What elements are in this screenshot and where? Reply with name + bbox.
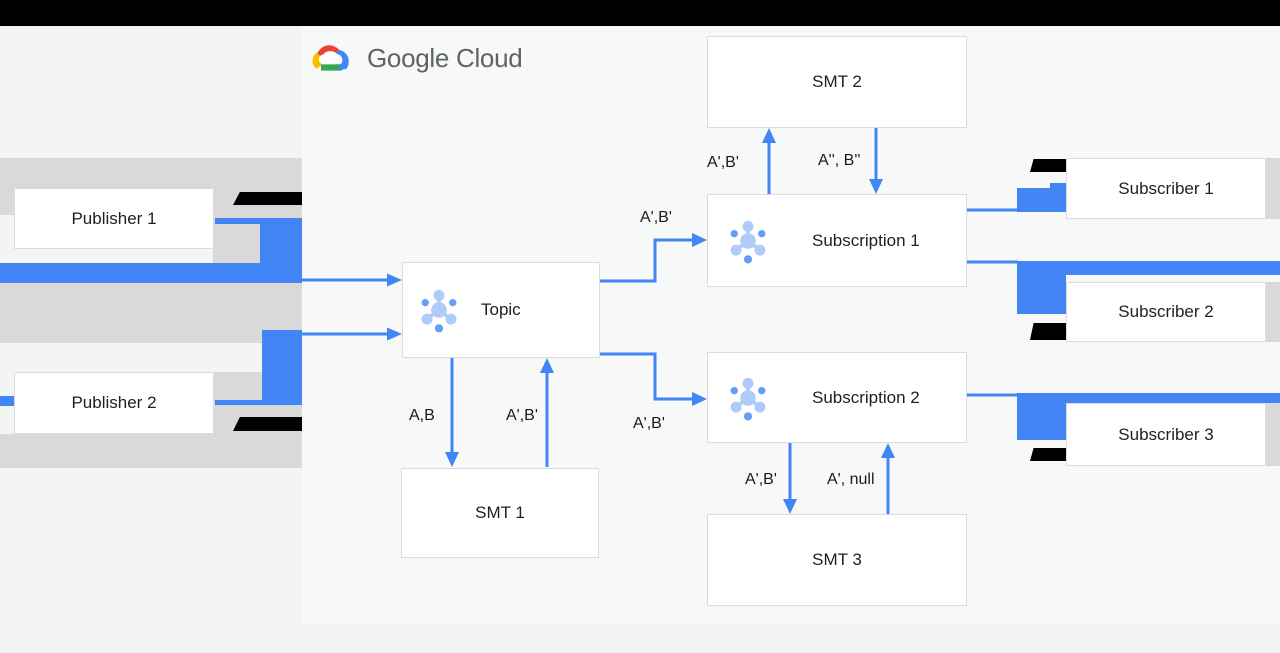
pubsub-subscription-icon bbox=[730, 220, 766, 263]
node-label: Subscription 1 bbox=[812, 230, 920, 250]
google-cloud-icon bbox=[312, 45, 349, 71]
edge-label-smt2-to-subscription1: A'', B'' bbox=[818, 152, 861, 169]
node-label: SMT 1 bbox=[475, 503, 525, 522]
node-label: Topic bbox=[481, 300, 521, 319]
edge-label-topic-to-smt1: A,B bbox=[409, 407, 435, 424]
gray-block bbox=[1266, 403, 1280, 466]
node-smt-2: SMT 2 bbox=[707, 36, 967, 128]
blue-block bbox=[262, 330, 302, 405]
top-black-bar bbox=[0, 0, 1280, 26]
blue-bar bbox=[1017, 393, 1280, 403]
edge-label-topic-to-subscription2: A',B' bbox=[633, 415, 665, 432]
node-subscription-2: Subscription 2 bbox=[707, 352, 967, 443]
node-smt-1: SMT 1 bbox=[401, 468, 599, 558]
node-subscriber-2: Subscriber 2 bbox=[1066, 282, 1266, 342]
node-subscriber-1: Subscriber 1 bbox=[1066, 158, 1266, 219]
blue-block bbox=[1017, 393, 1066, 440]
gray-block bbox=[0, 434, 302, 468]
node-label: Subscriber 2 bbox=[1118, 302, 1214, 321]
blue-stub bbox=[0, 396, 14, 406]
redaction-bar bbox=[1030, 323, 1066, 340]
edge-label-smt1-to-topic: A',B' bbox=[506, 407, 538, 424]
edge-label-subscription1-to-smt2: A',B' bbox=[707, 154, 739, 171]
node-label: SMT 3 bbox=[812, 550, 862, 569]
gray-block bbox=[0, 283, 302, 343]
node-subscriber-3: Subscriber 3 bbox=[1066, 403, 1266, 466]
node-label: Subscriber 3 bbox=[1118, 424, 1214, 444]
gray-block bbox=[1266, 282, 1280, 342]
redaction-bar bbox=[233, 192, 302, 205]
edge-label-subscription2-to-smt3: A',B' bbox=[745, 471, 777, 488]
pubsub-topic-icon bbox=[421, 289, 457, 333]
redaction-bar bbox=[1030, 448, 1066, 461]
node-label: Subscription 2 bbox=[812, 387, 920, 407]
blue-block bbox=[1050, 183, 1066, 190]
gray-block bbox=[1266, 158, 1280, 219]
node-label: Publisher 1 bbox=[71, 208, 157, 228]
node-publisher-1: Publisher 1 bbox=[14, 188, 214, 249]
redaction-bar bbox=[233, 417, 302, 431]
blue-bar bbox=[0, 263, 262, 283]
blue-block bbox=[260, 218, 302, 283]
node-subscription-1: Subscription 1 bbox=[707, 194, 967, 287]
logo-text: Google Cloud bbox=[367, 42, 523, 73]
blue-block bbox=[1017, 261, 1066, 314]
blue-connector bbox=[215, 218, 260, 224]
edge-label-smt3-to-subscription2: A', null bbox=[827, 471, 875, 488]
blue-bar bbox=[1017, 261, 1280, 275]
edge-label-topic-to-subscription1: A',B' bbox=[640, 209, 672, 226]
pubsub-subscription-icon bbox=[730, 377, 766, 420]
node-topic: Topic bbox=[402, 262, 600, 358]
blue-connector bbox=[215, 400, 262, 405]
bottom-gray-strip bbox=[0, 624, 1280, 653]
blue-block bbox=[1017, 188, 1066, 212]
node-label: SMT 2 bbox=[812, 72, 862, 91]
node-smt-3: SMT 3 bbox=[707, 514, 967, 606]
node-label: Subscriber 1 bbox=[1118, 178, 1214, 198]
node-label: Publisher 2 bbox=[71, 393, 157, 412]
google-cloud-logo: Google Cloud bbox=[309, 40, 523, 76]
node-publisher-2: Publisher 2 bbox=[14, 372, 214, 434]
redaction-bar bbox=[1030, 159, 1066, 172]
